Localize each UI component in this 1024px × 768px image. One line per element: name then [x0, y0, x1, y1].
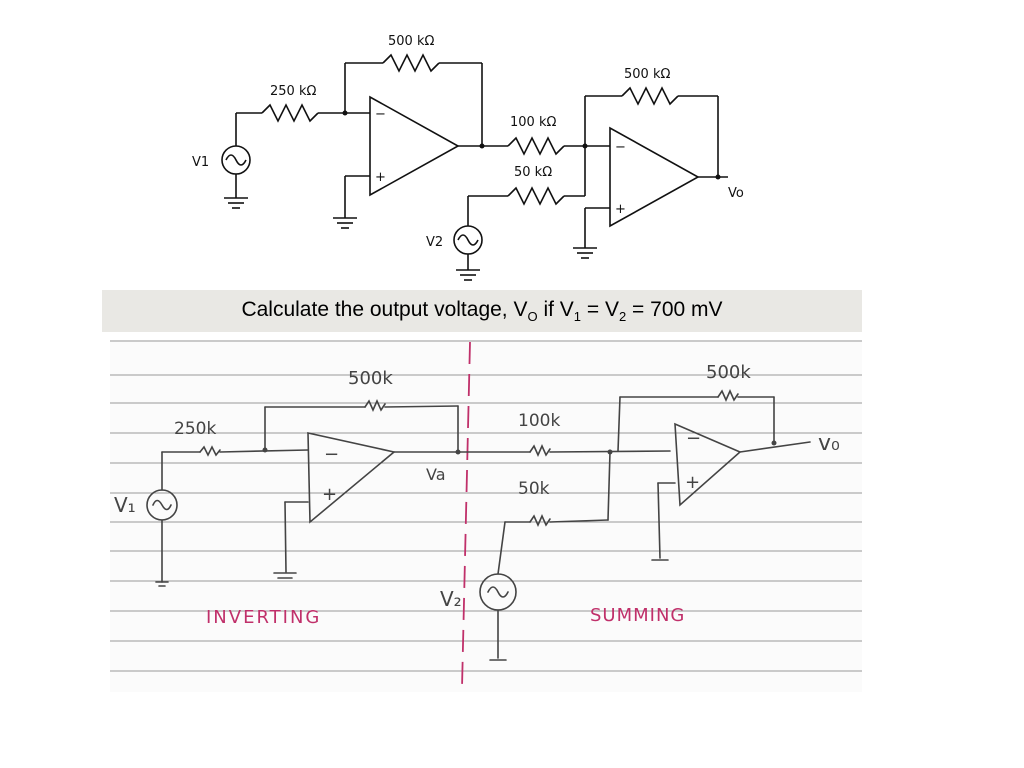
notebook-rule-lines	[110, 340, 862, 672]
question-text: Calculate the output voltage, VO if V1 =…	[241, 297, 723, 325]
junction-dot	[715, 174, 721, 180]
sketch-opamp-1	[307, 431, 396, 524]
opamp-2-symbol	[609, 126, 700, 228]
sketch-resistor-50k	[529, 514, 551, 527]
printed-circuit-diagram: 500 kΩ 250 kΩ 100 kΩ 50 kΩ 500 kΩ V1 V2 …	[192, 34, 744, 281]
resistor-500k-2	[621, 86, 679, 106]
sketch-junction-dot	[262, 447, 268, 453]
label-r-sum2: 50 kΩ	[514, 165, 552, 180]
label-r-input1: 250 kΩ	[270, 84, 316, 99]
sketch-resistor-500k-1	[364, 399, 386, 412]
label-r-feedback1: 500 kΩ	[388, 34, 434, 49]
label-r-feedback2: 500 kΩ	[624, 67, 670, 82]
note-r-feedback2: 500k	[706, 362, 751, 383]
note-r-sum1: 100k	[518, 411, 560, 431]
sketch-junction-dot	[771, 440, 777, 446]
sketch-resistor-100k	[529, 444, 551, 457]
opamp1-minus: −	[375, 107, 386, 122]
opamp2-minus-sketch: −	[686, 428, 701, 449]
opamp1-plus-sketch: +	[322, 484, 337, 505]
handwritten-circuit-sketch: 500k 250k 100k 50k 500k V₁ V₂ Va v₀ − + …	[110, 340, 862, 689]
note-stage-inverting: INVERTING	[206, 607, 321, 628]
question-banner: Calculate the output voltage, VO if V1 =…	[102, 290, 862, 332]
label-r-sum1: 100 kΩ	[510, 115, 556, 130]
opamp1-plus: +	[375, 170, 386, 185]
junction-dot	[342, 110, 348, 116]
opamp2-minus: −	[615, 140, 626, 155]
note-v2: V₂	[440, 587, 462, 611]
resistor-100k	[507, 136, 565, 156]
sketch-resistor-500k-2	[717, 389, 739, 402]
label-v1: V1	[192, 155, 209, 170]
note-stage-summing: SUMMING	[590, 605, 685, 626]
sketch-junction-dot	[607, 449, 613, 455]
stage-divider	[461, 341, 471, 689]
resistor-250k	[261, 103, 319, 123]
note-output: v₀	[818, 431, 840, 456]
handwritten-notes-panel: 500k 250k 100k 50k 500k V₁ V₂ Va v₀ − + …	[110, 340, 862, 692]
note-r-sum2: 50k	[518, 479, 550, 499]
resistor-500k-1	[382, 53, 440, 73]
note-v1: V₁	[114, 493, 136, 517]
label-v2: V2	[426, 235, 443, 250]
sketch-junction-dot	[455, 449, 461, 455]
note-node-va: Va	[426, 465, 446, 484]
sketch-opamp-2	[674, 422, 742, 507]
opamp1-minus-sketch: −	[324, 444, 339, 465]
junction-dot	[582, 143, 588, 149]
note-r-feedback1: 500k	[348, 368, 393, 389]
opamp-1-symbol	[369, 95, 460, 197]
label-vo: Vo	[728, 186, 744, 201]
opamp2-plus-sketch: +	[685, 472, 700, 493]
note-r-input1: 250k	[174, 419, 216, 439]
junction-dot	[479, 143, 485, 149]
resistor-50k	[507, 186, 565, 206]
opamp2-plus: +	[615, 202, 626, 217]
sketch-resistor-250k	[199, 445, 221, 457]
